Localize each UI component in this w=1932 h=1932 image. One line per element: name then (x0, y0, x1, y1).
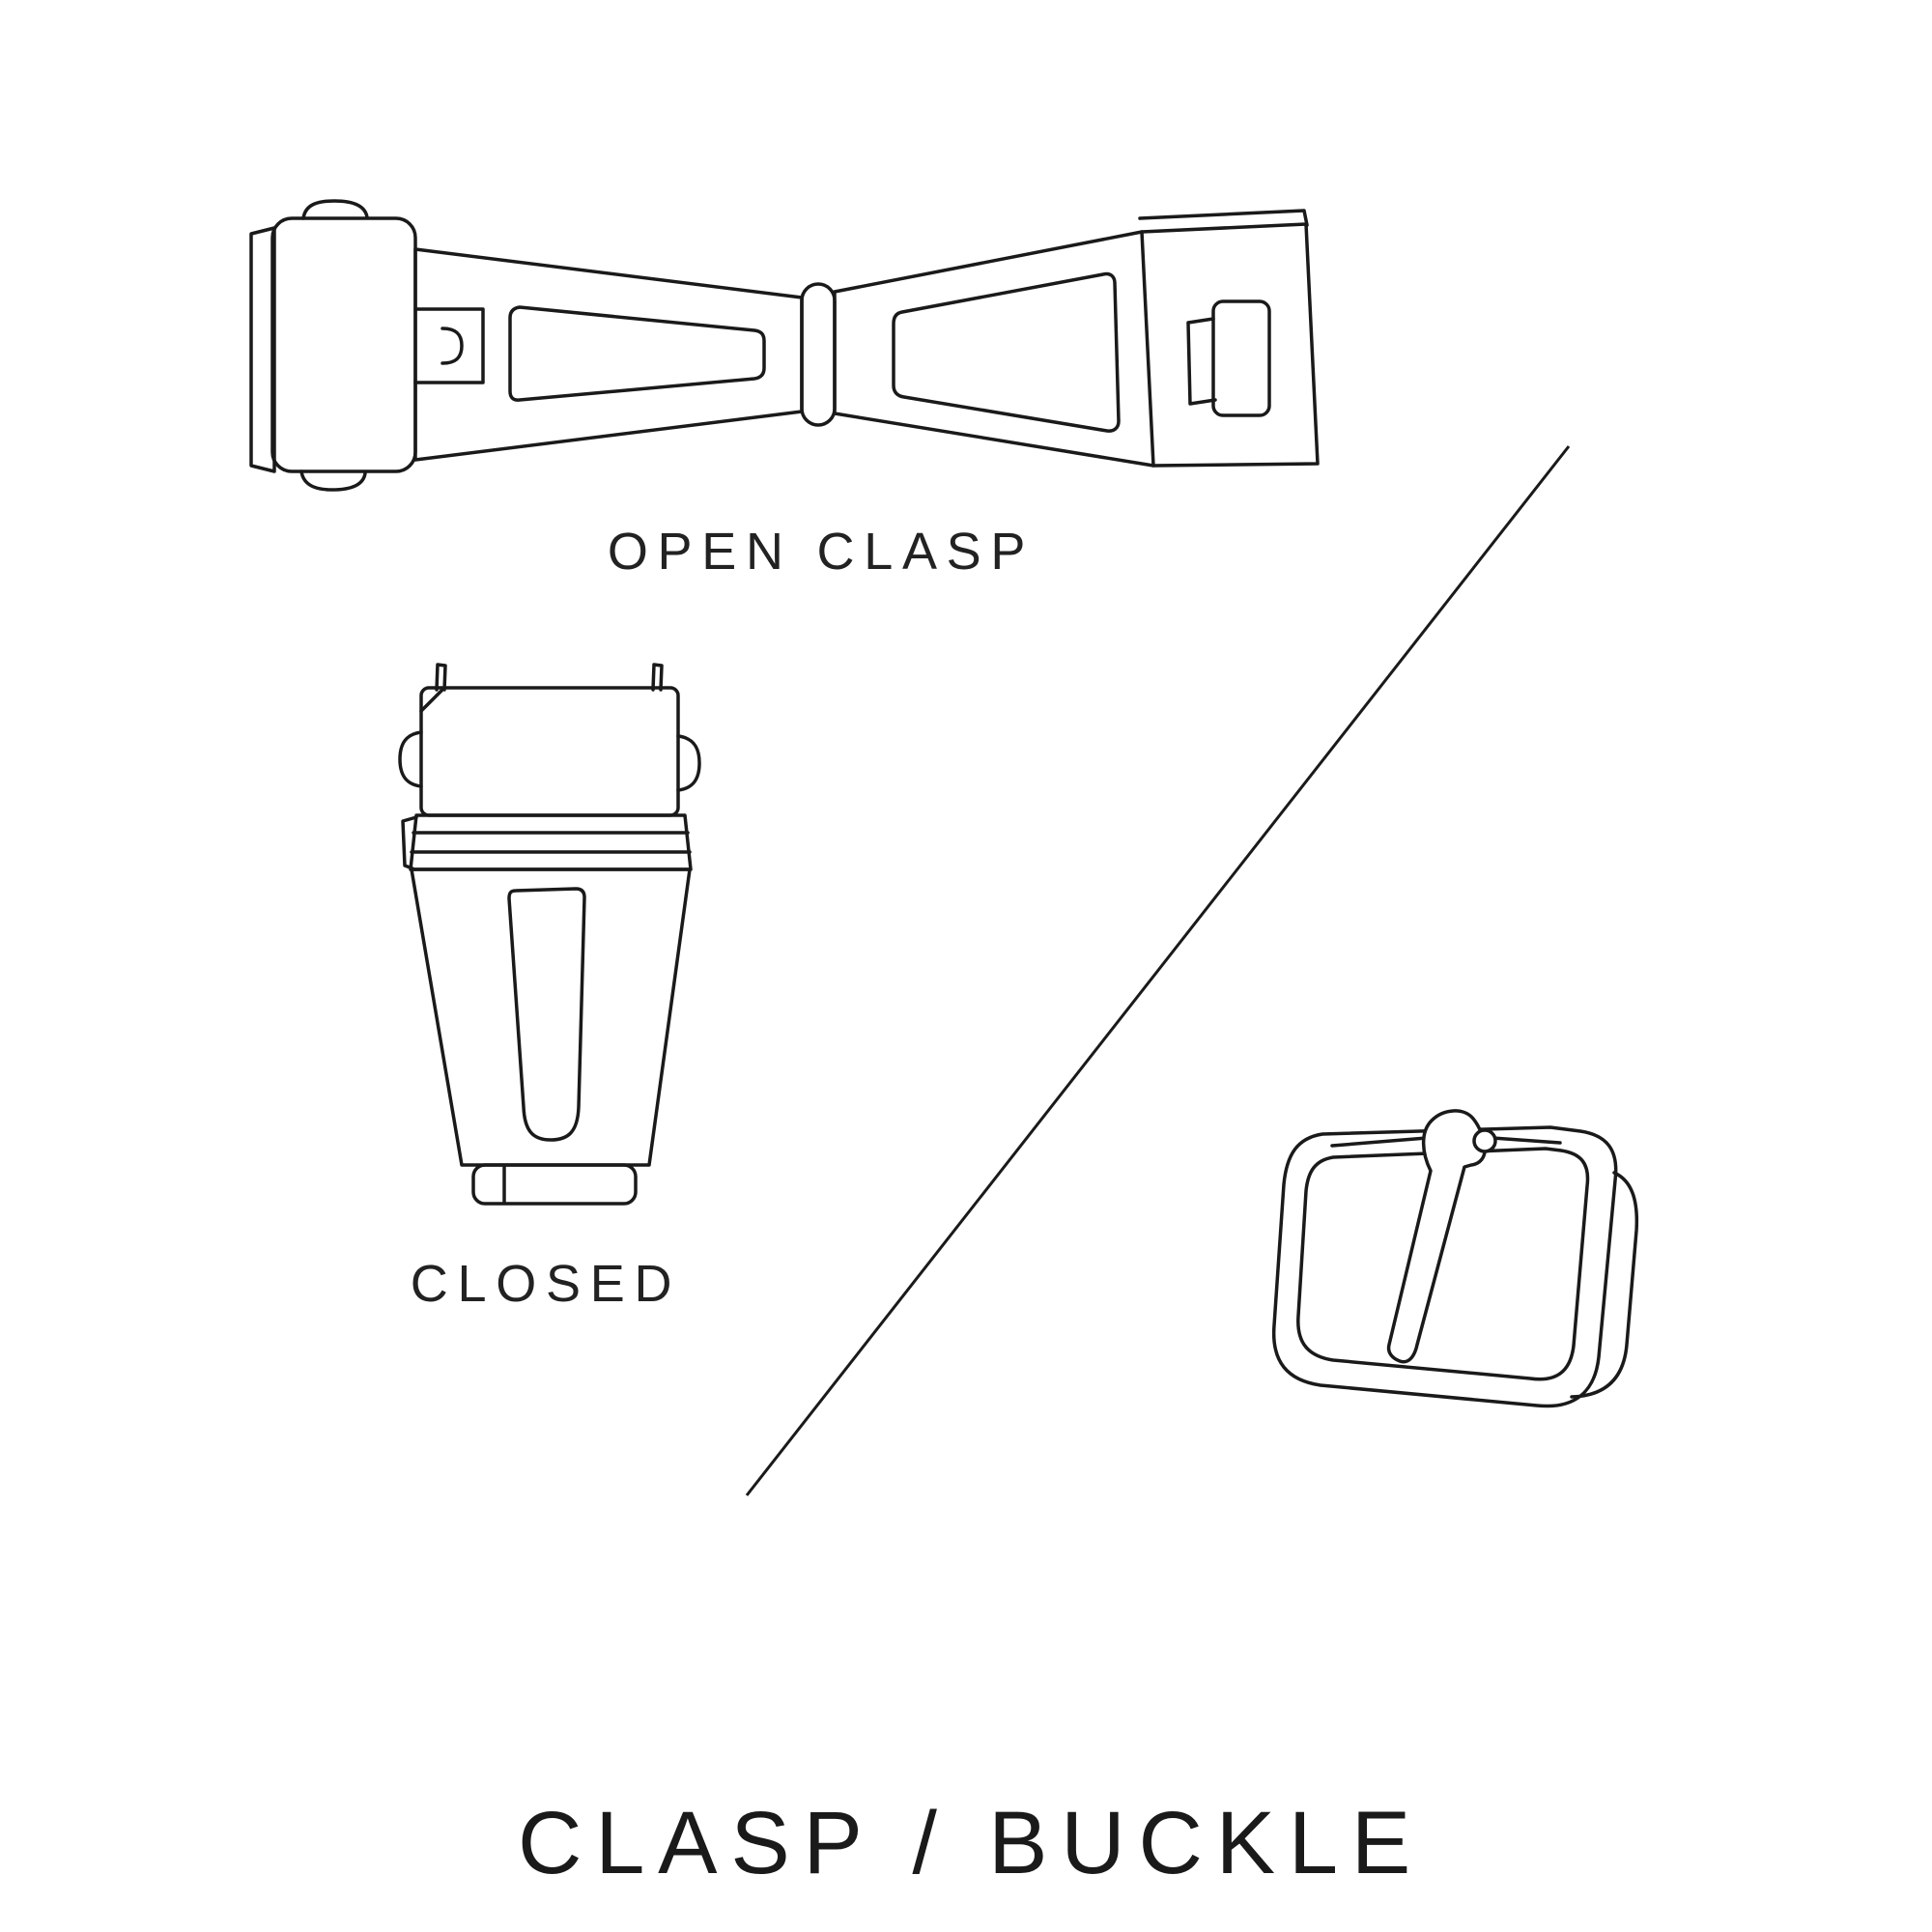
closed-clasp-illustration (384, 659, 713, 1209)
buckle-illustration (1241, 1090, 1666, 1437)
open-clasp-label: OPEN CLASP (607, 523, 1036, 581)
closed-clasp-label: CLOSED (410, 1255, 682, 1313)
open-clasp-illustration (224, 189, 1325, 498)
diagram-title: CLASP / BUCKLE (517, 1794, 1425, 1892)
